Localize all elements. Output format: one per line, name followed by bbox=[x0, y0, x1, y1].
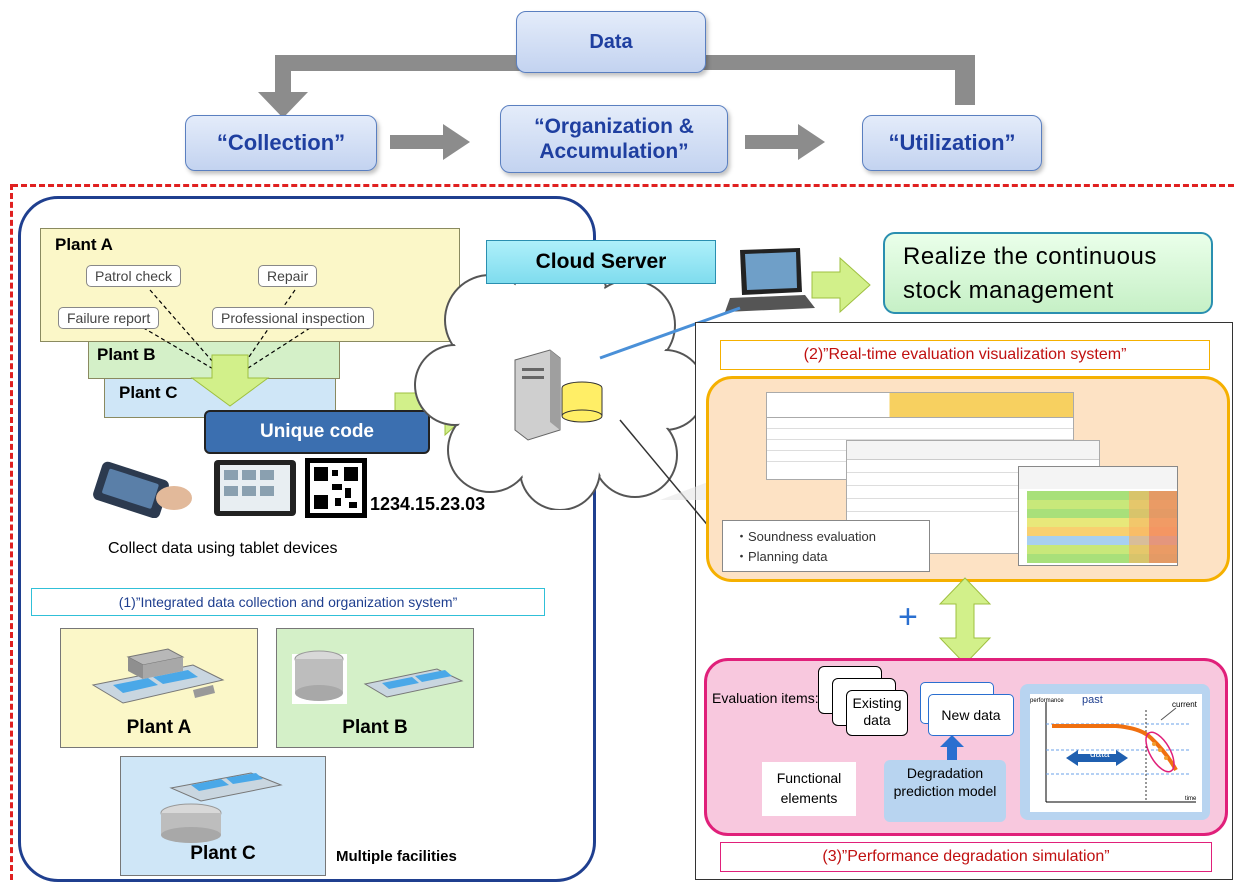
smartphone-icon bbox=[93, 461, 192, 518]
new-data-card: New data bbox=[928, 694, 1014, 736]
system1-title: (1)”Integrated data collection and organ… bbox=[31, 588, 545, 616]
note-line-2: ・Planning data bbox=[735, 549, 828, 564]
unique-code-box: Unique code bbox=[204, 410, 430, 454]
patrol-check-tag: Patrol check bbox=[86, 265, 182, 287]
double-arrow bbox=[938, 577, 992, 665]
up-arrow-icon bbox=[940, 735, 964, 761]
note-line-1: ・Soundness evaluation bbox=[735, 529, 876, 544]
graph-time-label: time bbox=[1185, 796, 1197, 802]
plant-c-label: Plant C bbox=[119, 383, 178, 402]
graph-data-label: data bbox=[1090, 749, 1110, 760]
failure-report-tag: Failure report bbox=[58, 307, 160, 329]
repair-tag: Repair bbox=[258, 265, 318, 287]
existing-data-card: Existing data bbox=[846, 690, 908, 736]
plant-c-image bbox=[160, 772, 283, 843]
cloud-server-label: Cloud Server bbox=[486, 240, 716, 284]
degradation-model-box: Degradation prediction model bbox=[884, 760, 1006, 822]
red-dashed-border-left bbox=[10, 184, 13, 880]
laptop-icon bbox=[599, 248, 871, 360]
plus-sign: + bbox=[898, 598, 918, 636]
code-number: 1234.15.23.03 bbox=[370, 494, 486, 514]
collect-caption: Collect data using tablet devices bbox=[108, 540, 338, 557]
plant-a-image bbox=[91, 648, 225, 704]
plant-a-label: Plant A bbox=[55, 235, 113, 254]
collection-box: “Collection” bbox=[185, 115, 377, 171]
evaluation-items-label: Evaluation items: bbox=[712, 690, 819, 706]
functional-elements-box: Functional elements bbox=[762, 762, 856, 816]
graph-performance-label: performance bbox=[1030, 698, 1064, 704]
flow-arrows bbox=[258, 55, 975, 160]
graph-current-label: current bbox=[1172, 700, 1197, 709]
evaluation-note: ・Soundness evaluation ・Planning data bbox=[722, 520, 930, 572]
facility-b-name: Plant B bbox=[342, 717, 408, 738]
graph-past-label: past bbox=[1082, 694, 1103, 706]
qr-code-icon bbox=[305, 458, 367, 518]
facility-c-name: Plant C bbox=[190, 843, 256, 864]
facility-a-name: Plant A bbox=[126, 717, 192, 738]
plant-b-image bbox=[292, 650, 464, 704]
facility-plant-b: Plant B bbox=[276, 628, 474, 748]
utilization-box: “Utilization” bbox=[862, 115, 1042, 171]
realize-box: Realize the continuous stock management bbox=[883, 232, 1213, 314]
plant-b-label: Plant B bbox=[97, 345, 156, 364]
facility-plant-a: Plant A bbox=[60, 628, 258, 748]
system2-title: (2)”Real-time evaluation visualization s… bbox=[720, 340, 1210, 370]
red-dashed-border-top bbox=[12, 184, 1234, 187]
professional-inspection-tag: Professional inspection bbox=[212, 307, 374, 329]
heatmap-grid bbox=[1019, 467, 1177, 563]
heatmap-sheet bbox=[1018, 466, 1178, 566]
performance-graph bbox=[1030, 694, 1202, 812]
tablet-icon bbox=[214, 460, 296, 516]
organization-box: “Organization & Accumulation” bbox=[500, 105, 728, 173]
facility-plant-c: Plant C bbox=[120, 756, 326, 876]
data-box: Data bbox=[516, 11, 706, 73]
multiple-facilities-label: Multiple facilities bbox=[336, 848, 457, 865]
system3-title: (3)”Performance degradation simulation” bbox=[720, 842, 1212, 872]
